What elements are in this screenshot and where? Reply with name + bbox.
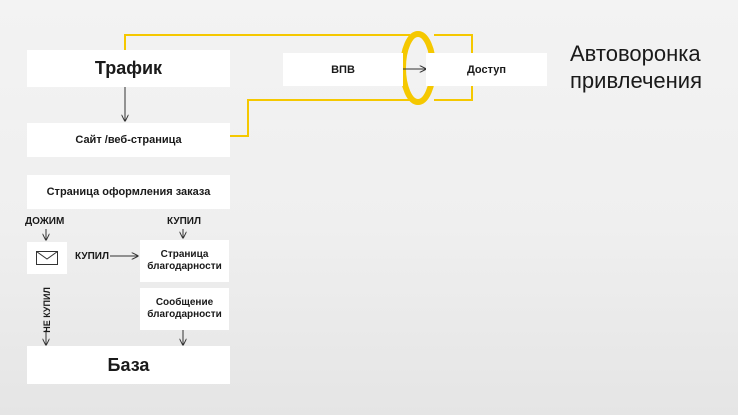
- thanks-line-1: Страница: [160, 248, 209, 260]
- node-vpv: ВПВ: [283, 53, 403, 86]
- title-line-2: привлечения: [570, 68, 703, 93]
- envelope-icon: [36, 251, 58, 265]
- label-dojim: ДОЖИМ: [25, 216, 65, 227]
- node-thanks-page: Страница благодарности: [140, 240, 229, 282]
- node-access: Доступ: [426, 53, 547, 86]
- label-ne-kupil: НЕ КУПИЛ: [42, 287, 52, 333]
- mail-node: [27, 242, 67, 274]
- node-thanks-message: Сообщение благодарности: [140, 288, 229, 330]
- node-traffic: Трафик: [27, 50, 230, 87]
- label-kupil-mid: КУПИЛ: [75, 251, 109, 262]
- message-line-2: благодарности: [147, 309, 222, 320]
- node-order-page: Страница оформления заказа: [27, 175, 230, 209]
- page-title: Автоворонка привлечения: [570, 40, 702, 94]
- label-kupil-top: КУПИЛ: [167, 216, 201, 227]
- node-base: База: [27, 346, 230, 384]
- node-site: Сайт /веб-страница: [27, 123, 230, 157]
- thanks-line-2: благодарности: [147, 261, 222, 272]
- title-line-1: Автоворонка: [570, 41, 701, 66]
- message-line-1: Сообщение: [155, 296, 214, 308]
